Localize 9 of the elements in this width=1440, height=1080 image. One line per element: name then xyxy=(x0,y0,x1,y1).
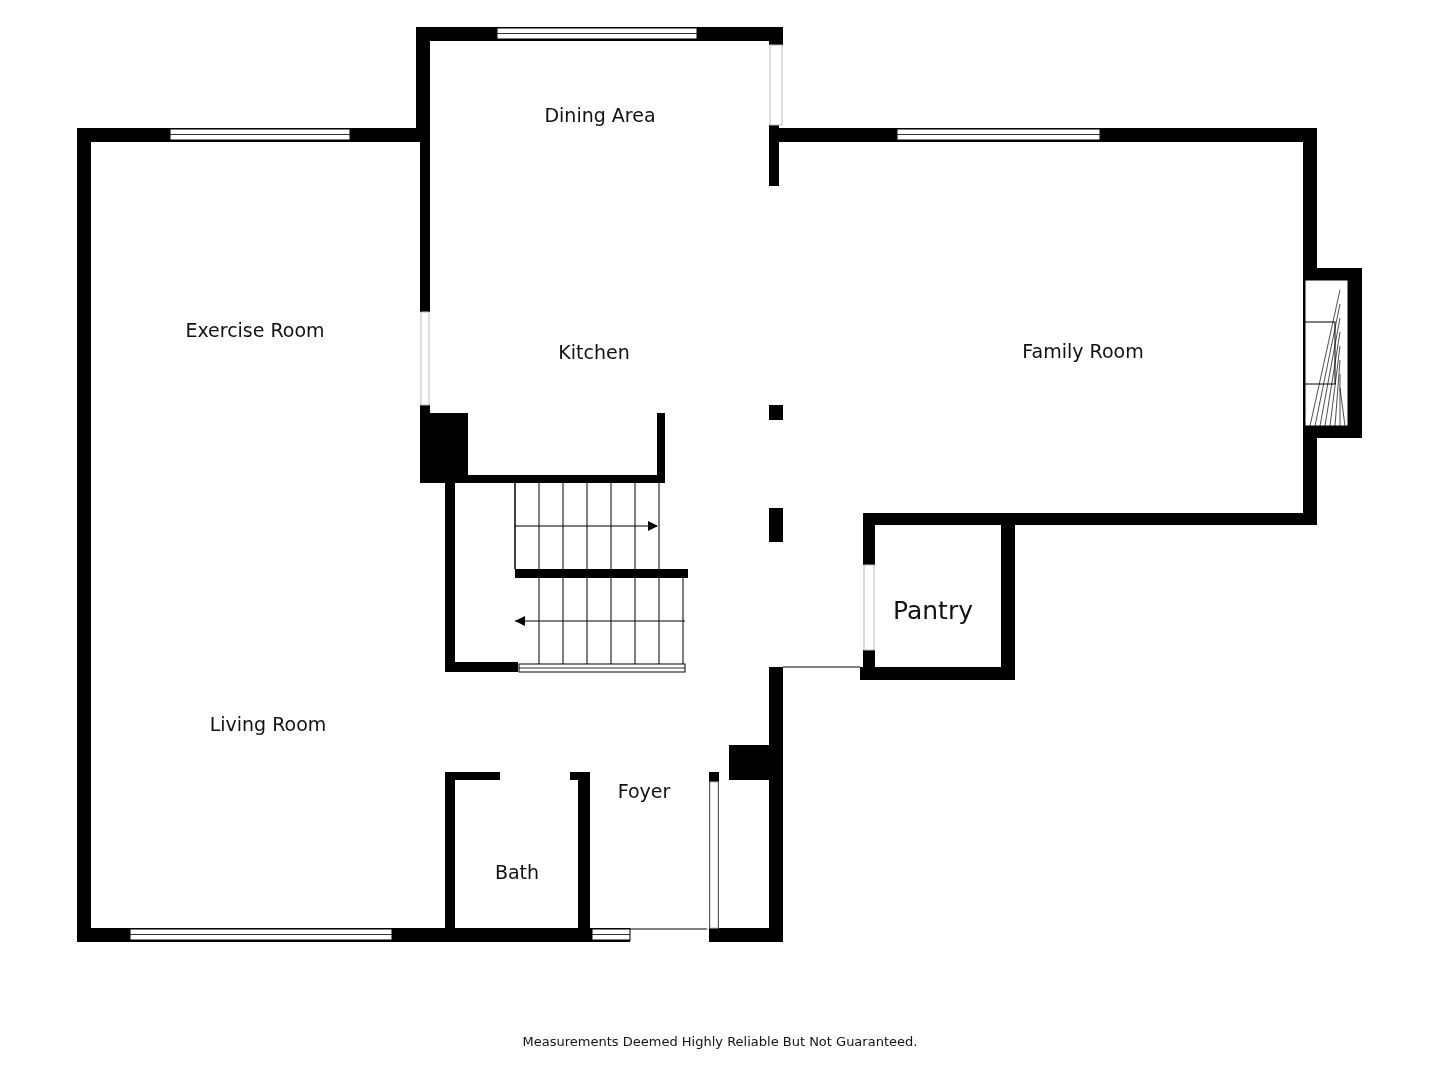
room-label: Exercise Room xyxy=(185,319,325,341)
room-label: Pantry xyxy=(893,595,973,625)
room-label: Bath xyxy=(494,861,540,883)
room-label: Foyer xyxy=(617,780,671,802)
room-label: Family Room xyxy=(1022,340,1144,362)
room-label: Dining Area xyxy=(544,104,656,126)
caption: Measurements Deemed Highly Reliable But Not Guaranteed. xyxy=(522,1034,918,1049)
room-label: Living Room xyxy=(209,713,327,735)
room-label: Kitchen xyxy=(558,341,630,363)
